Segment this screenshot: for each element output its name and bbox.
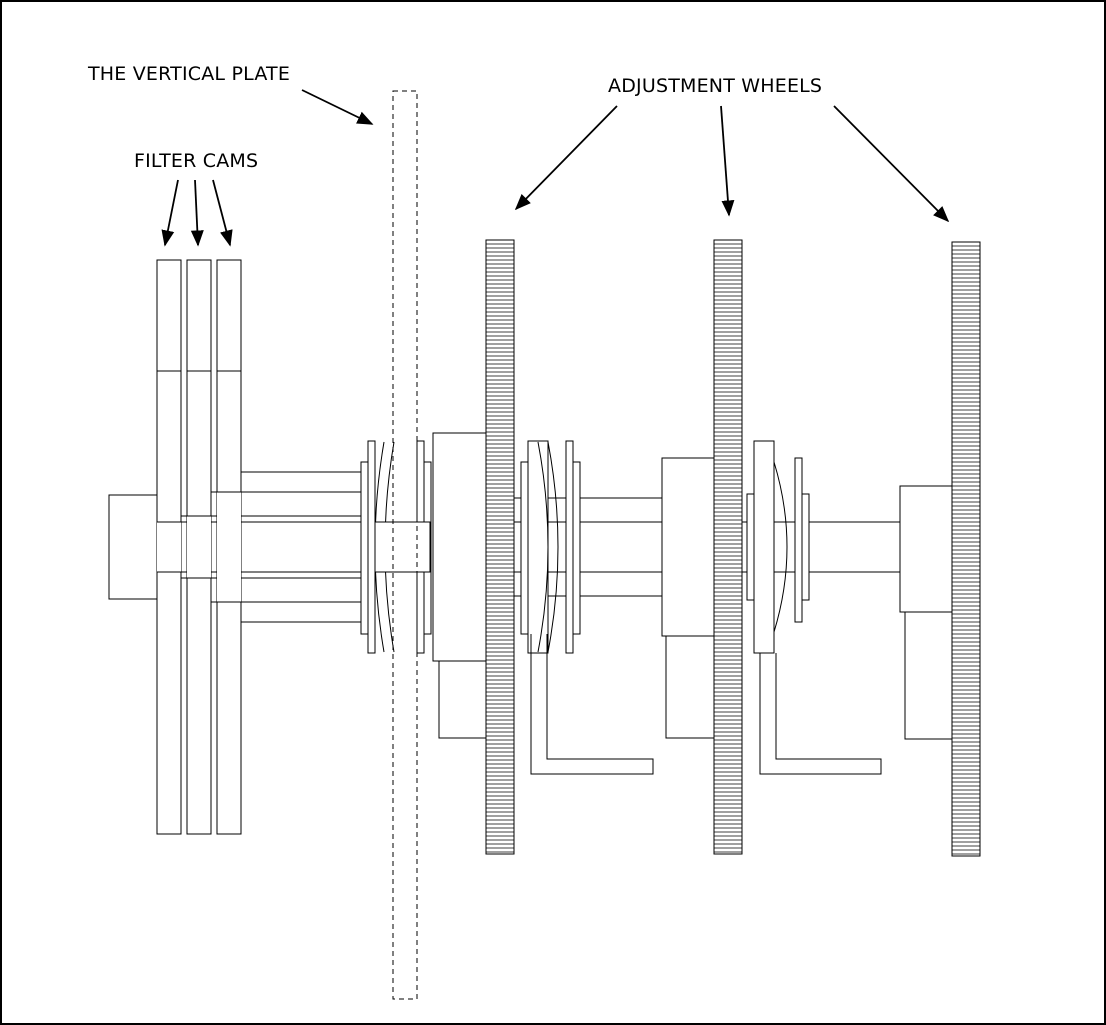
washer — [572, 461, 581, 635]
adjustment-wheel-3 — [951, 241, 981, 857]
hub-assembly-1 — [432, 432, 488, 739]
wheel-arrow-3 — [833, 105, 950, 223]
vertical-plate — [392, 90, 418, 1000]
washer — [753, 440, 775, 654]
hub-assembly-3 — [899, 485, 953, 740]
middle-shaft-assembly — [513, 440, 665, 775]
washer — [801, 493, 810, 601]
wheel-arrow-1 — [514, 105, 618, 211]
cam-arrow-1 — [161, 179, 179, 247]
washer — [746, 493, 755, 601]
hub-block — [661, 457, 715, 637]
washer — [565, 440, 574, 654]
wheel-arrow-2 — [720, 105, 735, 217]
hub-block — [432, 432, 488, 662]
bracket — [665, 634, 715, 739]
plate-coupling — [360, 440, 432, 654]
washer — [367, 440, 376, 654]
shaft-through-plate — [374, 521, 431, 573]
adjustment-wheels — [485, 239, 981, 857]
shaft-end-block — [108, 494, 160, 600]
lens-disc — [773, 461, 788, 633]
hub-block — [899, 485, 953, 613]
vertical-plate-label: THE VERTICAL PLATE — [87, 63, 290, 85]
washer — [520, 461, 529, 635]
l-handle — [759, 653, 882, 775]
right-shaft-assembly — [741, 440, 903, 775]
adjustment-wheel-1 — [485, 239, 515, 855]
plate-arrow — [301, 89, 374, 125]
hub-assembly-2 — [661, 457, 715, 739]
bracket — [438, 659, 488, 739]
lens-disc — [537, 441, 559, 653]
adjustment-wheel-2 — [713, 239, 743, 855]
adjustment-wheels-label: ADJUSTMENT WHEELS — [608, 75, 822, 97]
washer — [360, 461, 369, 635]
washer — [794, 457, 803, 623]
cam-arrow-2 — [190, 179, 204, 247]
cam-arrow-3 — [212, 179, 233, 247]
filter-cams — [156, 259, 242, 835]
filter-cams-label: FILTER CAMS — [134, 150, 258, 172]
bracket — [904, 610, 953, 740]
washer — [527, 440, 549, 654]
l-handle — [530, 634, 654, 775]
label-arrows — [161, 89, 950, 247]
